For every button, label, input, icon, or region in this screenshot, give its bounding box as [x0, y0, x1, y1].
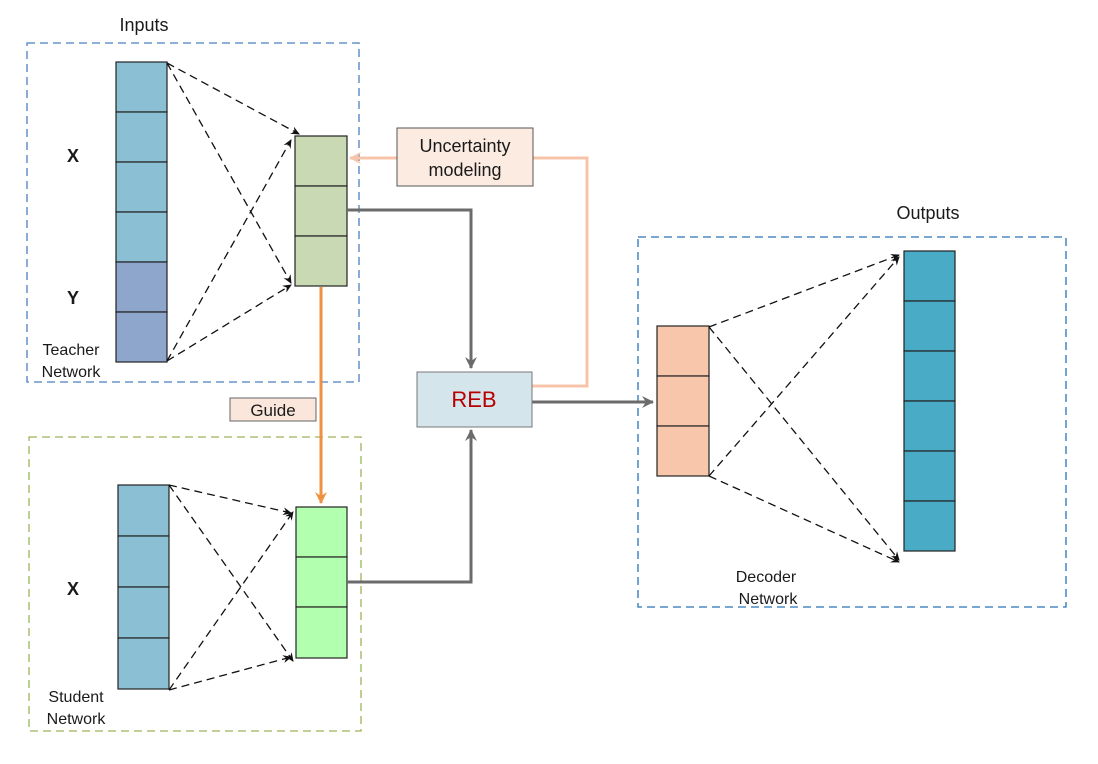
- teacher-x-label: X: [67, 146, 79, 166]
- reb-label: REB: [451, 387, 496, 412]
- inputs-title: Inputs: [119, 15, 168, 35]
- teacher-to-reb-arrow: [347, 208, 477, 369]
- teacher-y-cell: [115, 261, 168, 313]
- teacher-hidden-cell: [294, 235, 348, 287]
- student-region: [28, 436, 362, 732]
- decoder-output-cell: [903, 400, 956, 452]
- student-network-label-line1: Student: [48, 689, 104, 706]
- student-hidden-cell: [295, 606, 348, 659]
- decoder-output-cell: [903, 350, 956, 402]
- teacher-network-label-line2: Network: [42, 364, 102, 381]
- decoder-output-cell: [903, 450, 956, 502]
- student-to-reb-arrow: [347, 429, 477, 584]
- student-input-cell: [117, 637, 170, 690]
- decoder-latent-column: [656, 325, 710, 477]
- student-input-cell: [117, 586, 170, 639]
- teacher-x-cell: [115, 61, 168, 113]
- outputs-title: Outputs: [896, 203, 959, 223]
- decoder-network-label-line2: Network: [739, 591, 799, 608]
- decoder-connections: [708, 254, 900, 563]
- teacher-y-label: Y: [67, 288, 79, 308]
- teacher-x-cell: [115, 161, 168, 213]
- student-network-label-line2: Network: [47, 711, 107, 728]
- teacher-region: [26, 42, 360, 383]
- teacher-network-label-line1: Teacher: [43, 342, 101, 359]
- decoder-output-cell: [903, 250, 956, 302]
- student-input-column: [117, 484, 170, 690]
- teacher-hidden-column: [294, 135, 348, 287]
- decoder-latent-cell: [656, 375, 710, 427]
- decoder-output-cell: [903, 300, 956, 352]
- student-hidden-cell: [295, 506, 348, 558]
- decoder-latent-cell: [656, 425, 710, 477]
- student-x-label: X: [67, 579, 79, 599]
- uncertainty-label-line2: modeling: [428, 160, 501, 180]
- guide-label: Guide: [250, 401, 295, 420]
- teacher-input-column: [115, 61, 168, 363]
- teacher-connections: [166, 62, 300, 362]
- student-input-cell: [117, 535, 170, 588]
- decoder-output-column: [903, 250, 956, 552]
- student-hidden-cell: [295, 556, 348, 608]
- teacher-hidden-cell: [294, 135, 348, 187]
- student-hidden-column: [295, 506, 348, 659]
- teacher-x-cell: [115, 111, 168, 163]
- teacher-hidden-cell: [294, 185, 348, 237]
- teacher-y-cell: [115, 311, 168, 363]
- student-connections: [168, 484, 294, 691]
- decoder-latent-cell: [656, 325, 710, 377]
- uncertainty-label-line1: Uncertainty: [419, 136, 510, 156]
- teacher-x-cell: [115, 211, 168, 263]
- reb-box: [416, 371, 533, 428]
- uncertainty-feedback-arrow: [349, 152, 589, 388]
- decoder-output-cell: [903, 500, 956, 552]
- decoder-region: [637, 236, 1067, 608]
- decoder-network-label-line1: Decoder: [736, 569, 797, 586]
- uncertainty-box: [396, 127, 534, 187]
- guide-box: [229, 397, 317, 422]
- student-input-cell: [117, 484, 170, 537]
